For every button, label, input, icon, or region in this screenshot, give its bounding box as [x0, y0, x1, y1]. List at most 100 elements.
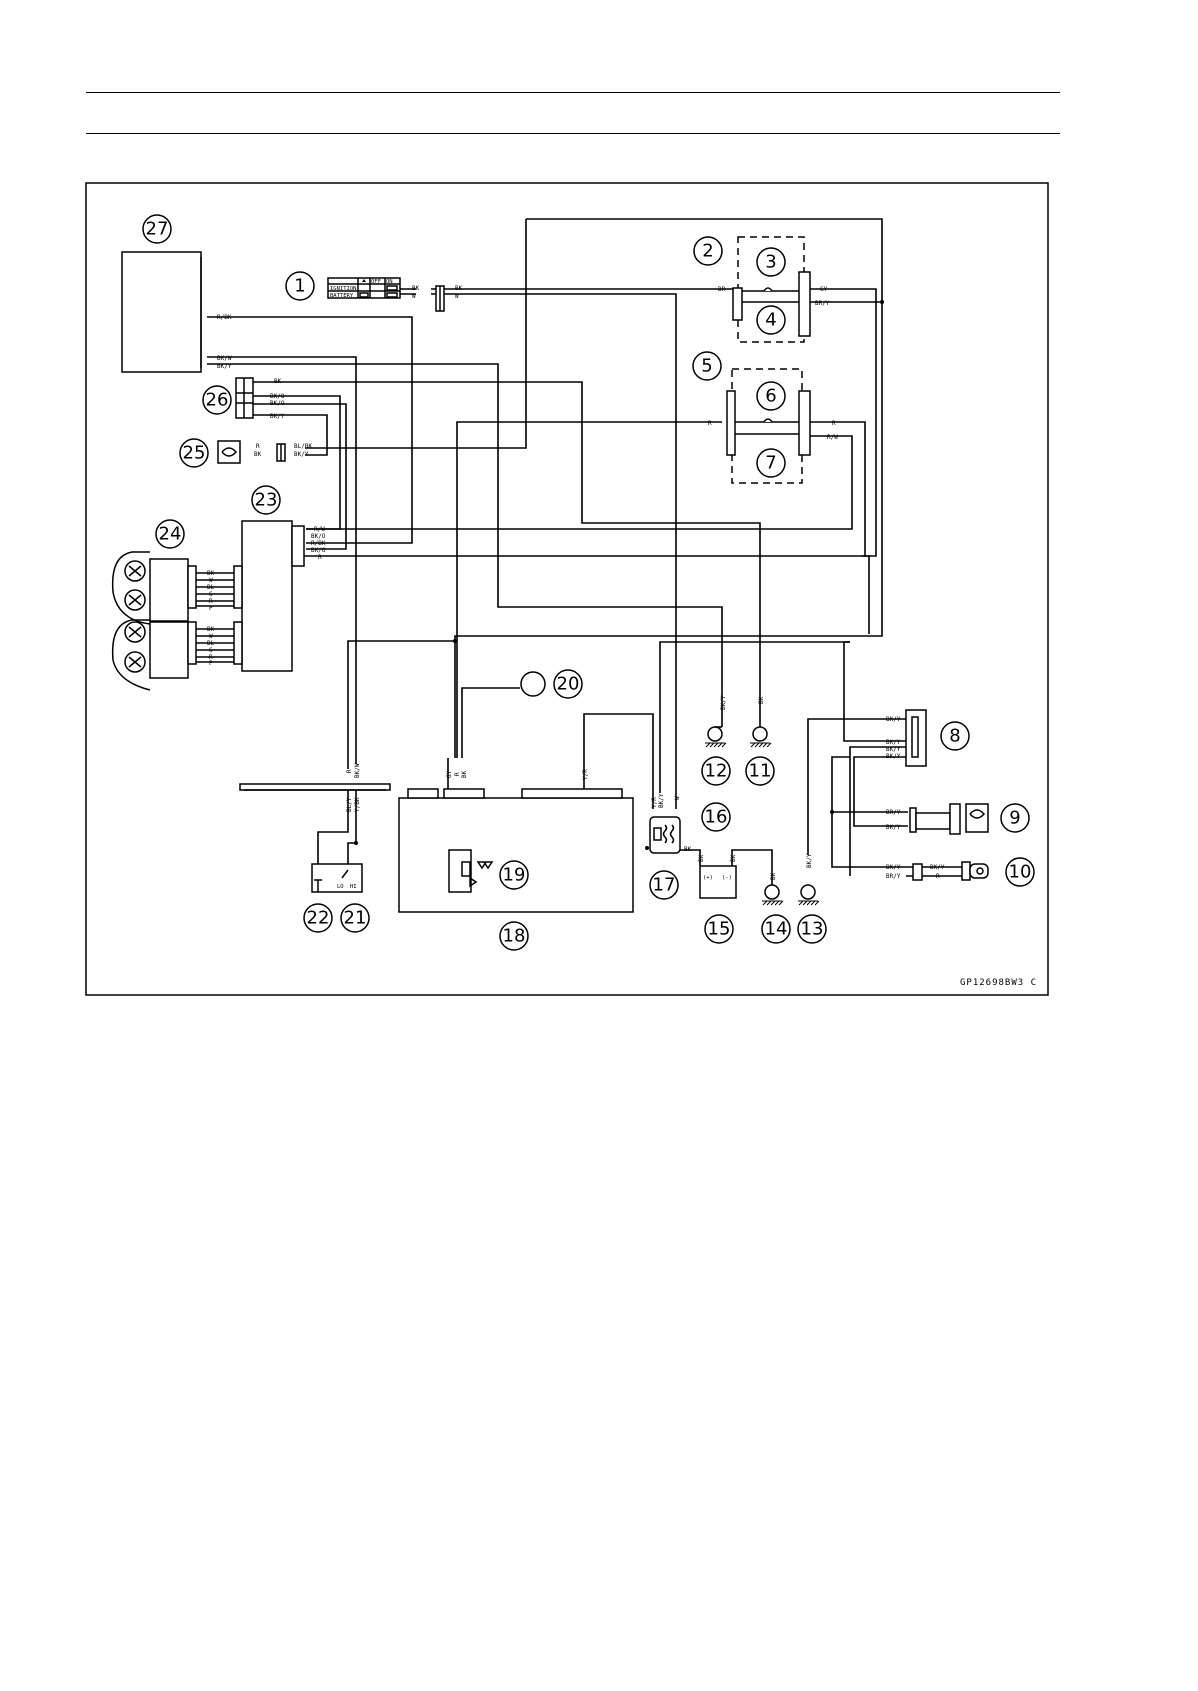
wire-label: BK/O [311, 533, 326, 540]
callout-number-8: 8 [949, 726, 960, 747]
ign-on-label: ON [386, 279, 393, 285]
connector-26 [235, 377, 254, 419]
callout-circle [285, 271, 315, 301]
sensor-25 [217, 440, 286, 464]
wire-labels: BK W BK W BR GY BR/Y R R R/W R/BK BK/W B… [207, 285, 945, 880]
callout-number-11: 11 [749, 761, 772, 782]
callout-number-12: 12 [705, 761, 728, 782]
callout-circle [553, 669, 583, 699]
callout-circle [701, 802, 731, 832]
wire-label: R/BK [217, 314, 232, 321]
wire-label: R [318, 554, 322, 561]
sensor-9 [909, 803, 989, 835]
grounds [705, 726, 820, 906]
wire-label: BR [718, 286, 726, 293]
wire-label: R/BK [311, 540, 326, 547]
callout-number-3: 3 [765, 252, 776, 273]
callout-number-7: 7 [765, 453, 776, 474]
wire-label: BK [461, 770, 468, 778]
wire-label: R/W [827, 434, 838, 441]
callout-circle [692, 351, 722, 381]
callout-number-19: 19 [503, 865, 526, 886]
callout-circle [761, 914, 791, 944]
wire-label: BK/Y [270, 413, 285, 420]
callout-circle [693, 236, 723, 266]
wire-label: BK/Y [806, 853, 813, 868]
wire-label: BR/Y [886, 809, 901, 816]
wire-label: W [455, 293, 459, 300]
motor-housing-18 [398, 788, 634, 913]
wire-label: BK [412, 285, 420, 292]
callout-number-17: 17 [653, 875, 676, 896]
wire-label: BK [698, 854, 705, 862]
wire-label: GY [820, 286, 828, 293]
wire-label: BK [758, 696, 765, 704]
callout-number-24: 24 [159, 524, 182, 545]
callouts: 1234567891011121314151617181920212223242… [142, 214, 1035, 951]
callout-circle [155, 519, 185, 549]
callout-circle [745, 756, 775, 786]
wire-label: BK/Y [886, 746, 901, 753]
callout-circle [756, 305, 786, 335]
switch-21-22: LO HI [311, 863, 363, 893]
wire-label: BK/O [311, 547, 326, 554]
wire-label: BK [254, 451, 262, 458]
wire-label: BK/Y [886, 864, 901, 871]
wire-label: W [209, 633, 213, 640]
wire-label: BK [684, 846, 692, 853]
wire-label: BK [207, 570, 215, 577]
callout-circle [940, 721, 970, 751]
callout-number-26: 26 [206, 390, 229, 411]
callout-circle [649, 870, 679, 900]
callout-number-21: 21 [344, 908, 367, 929]
lamp-assembly [111, 551, 234, 691]
battery-15: (+) (-) [699, 865, 737, 899]
sensor-20 [520, 671, 546, 697]
wire-label: BK [770, 872, 777, 880]
wire-label: GY [446, 770, 453, 778]
header-rule-top [86, 92, 1060, 93]
callout-number-15: 15 [708, 919, 731, 940]
callout-number-1: 1 [294, 276, 305, 297]
wire-label: BK/O [270, 393, 285, 400]
wire-label: R [346, 769, 353, 773]
ecu-box [121, 251, 202, 373]
wire-label: BK/Y [886, 824, 901, 831]
callout-number-23: 23 [255, 490, 278, 511]
wire-label: R [936, 873, 940, 880]
callout-circle [797, 914, 827, 944]
wire-label: BK [730, 854, 737, 862]
wire-label: BR/Y [886, 873, 901, 880]
callout-circle [756, 448, 786, 478]
callout-number-5: 5 [701, 356, 712, 377]
battery-minus: (-) [722, 875, 732, 881]
wire-label: BK/Y [294, 451, 309, 458]
ign-off-label: OFF [371, 279, 381, 285]
fuse-box-2 [726, 368, 811, 484]
callout-circle [179, 438, 209, 468]
wire-label: BL [207, 584, 215, 591]
callout-circle [1005, 857, 1035, 887]
callout-circle [704, 914, 734, 944]
callout-number-20: 20 [557, 674, 580, 695]
relay-16-17 [645, 816, 681, 854]
wire-label: G [209, 647, 213, 654]
wire-label: W [412, 293, 416, 300]
wire-label: BK [455, 285, 463, 292]
callout-number-6: 6 [765, 386, 776, 407]
wire-label: BK/W [217, 355, 232, 362]
callout-circle [701, 756, 731, 786]
callout-circle [142, 214, 172, 244]
switch-hi-label: HI [350, 884, 357, 890]
ign-row1-label: IGNITION [330, 286, 357, 292]
callout-circle [756, 247, 786, 277]
ignition-switch: IGNITION BATTERY OFF ON [327, 277, 445, 312]
wire-label: R [832, 420, 836, 427]
callout-number-16: 16 [705, 807, 728, 828]
wire-label: R [454, 772, 461, 776]
callout-number-22: 22 [307, 908, 330, 929]
header-rule-bottom [86, 133, 1060, 134]
battery-plus: (+) [703, 875, 713, 881]
wire-label: BK/Y [720, 695, 727, 710]
callout-number-14: 14 [765, 919, 788, 940]
